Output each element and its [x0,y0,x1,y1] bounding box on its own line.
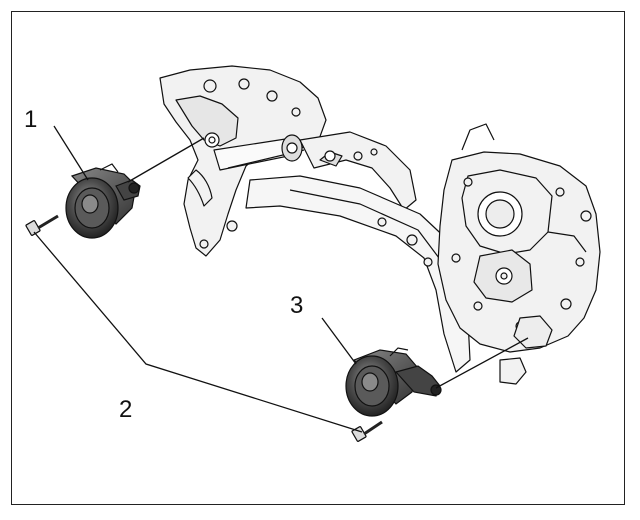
callout-2: 2 [119,396,133,423]
callout-1: 1 [24,106,38,133]
fuel-pump-lower-icon [345,347,442,417]
fuel-pump-upper-icon [65,163,141,239]
engine-assembly [159,65,601,385]
assembly-lines [33,125,529,433]
bolt-upper-icon [25,214,59,236]
bolt-lower-icon [351,420,383,442]
callout-3: 3 [290,292,304,319]
